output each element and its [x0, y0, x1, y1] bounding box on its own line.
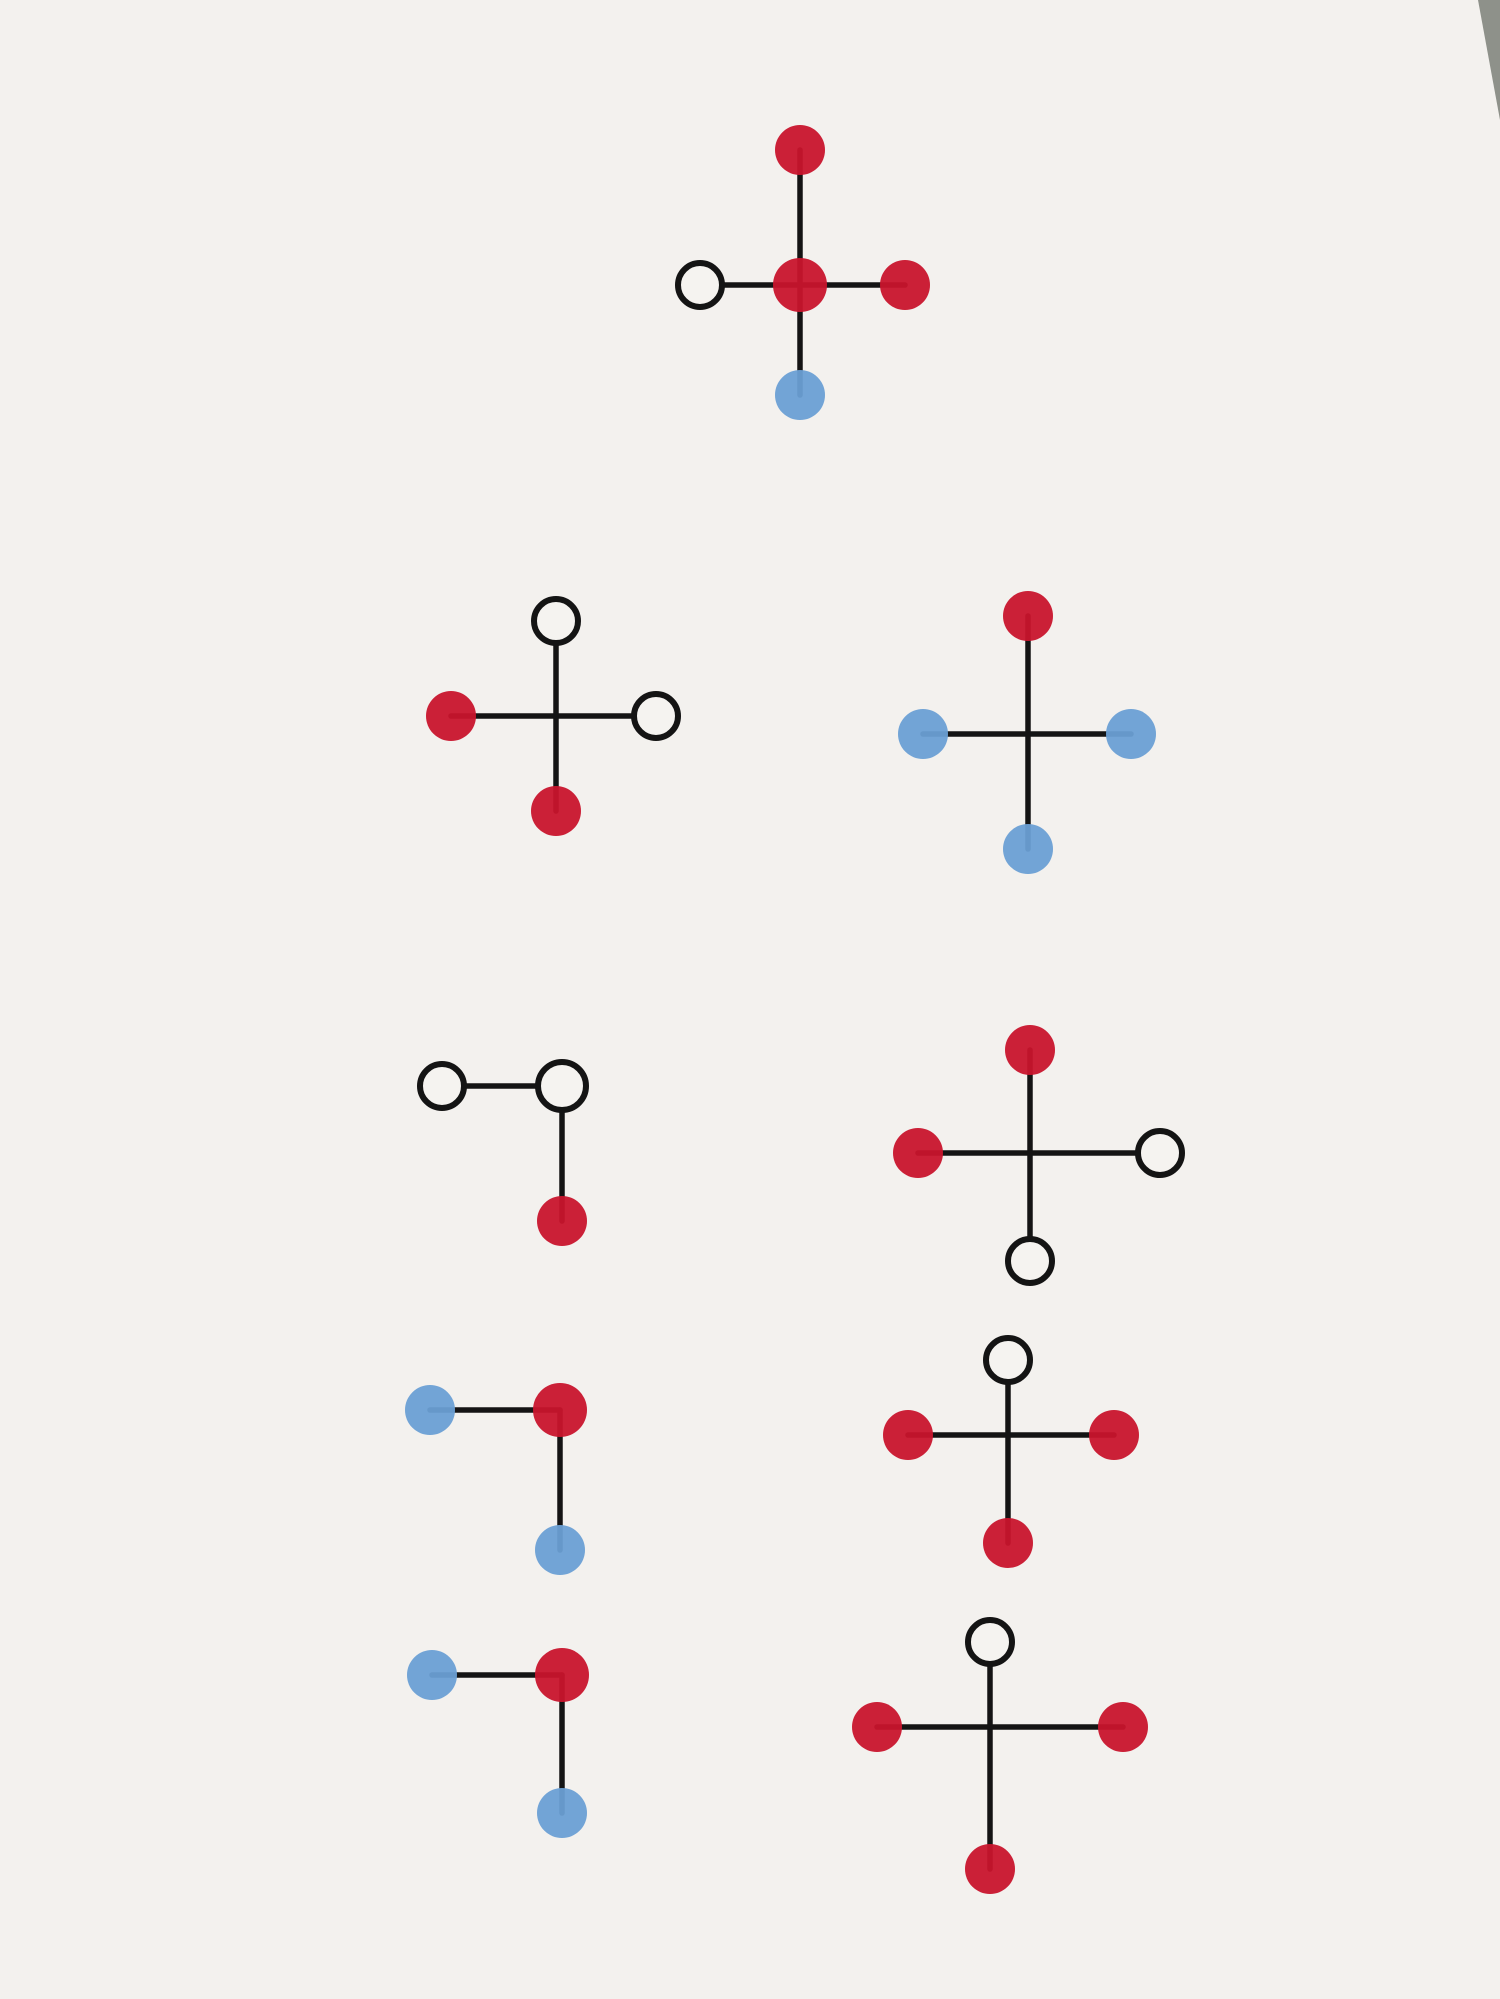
atom-open-up [965, 1617, 1015, 1667]
atom-open-right [1135, 1128, 1185, 1178]
atom-red-left [883, 1410, 933, 1460]
molecule-m4 [417, 1059, 589, 1246]
molecule-m3 [898, 591, 1156, 874]
atom-blue-down [775, 370, 825, 420]
atom-blue-right [1106, 709, 1156, 759]
atom-open-up [983, 1335, 1033, 1385]
molecule-m9 [852, 1617, 1148, 1894]
atom-red-right [1098, 1702, 1148, 1752]
atom-blue-down [537, 1788, 587, 1838]
molecule-m8 [407, 1648, 589, 1838]
molecule-m2 [426, 596, 681, 836]
atom-red-left [852, 1702, 902, 1752]
molecule-m5 [893, 1025, 1185, 1286]
atom-open-down [1005, 1236, 1055, 1286]
atom-open-left [417, 1061, 467, 1111]
atom-open-center [535, 1059, 589, 1113]
atom-red-up [1005, 1025, 1055, 1075]
atom-red-left [893, 1128, 943, 1178]
atom-red-center [535, 1648, 589, 1702]
atom-red-center [533, 1383, 587, 1437]
atom-red-up [775, 125, 825, 175]
atom-red-left [426, 691, 476, 741]
molecule-m7 [883, 1335, 1139, 1568]
atom-red-down [965, 1844, 1015, 1894]
atom-blue-left [407, 1650, 457, 1700]
atom-open-right [631, 691, 681, 741]
atom-red-down [531, 786, 581, 836]
molecule-m1 [675, 125, 930, 420]
molecule-drawings [405, 125, 1185, 1894]
atom-blue-left [405, 1385, 455, 1435]
atom-blue-down [535, 1525, 585, 1575]
atom-open-left [675, 260, 725, 310]
atom-red-down [983, 1518, 1033, 1568]
atom-red-center [773, 258, 827, 312]
atom-red-down [537, 1196, 587, 1246]
molecule-m6 [405, 1383, 587, 1575]
atom-blue-down [1003, 824, 1053, 874]
atom-red-right [1089, 1410, 1139, 1460]
atom-open-up [531, 596, 581, 646]
atom-red-right [880, 260, 930, 310]
atom-red-up [1003, 591, 1053, 641]
atom-blue-left [898, 709, 948, 759]
